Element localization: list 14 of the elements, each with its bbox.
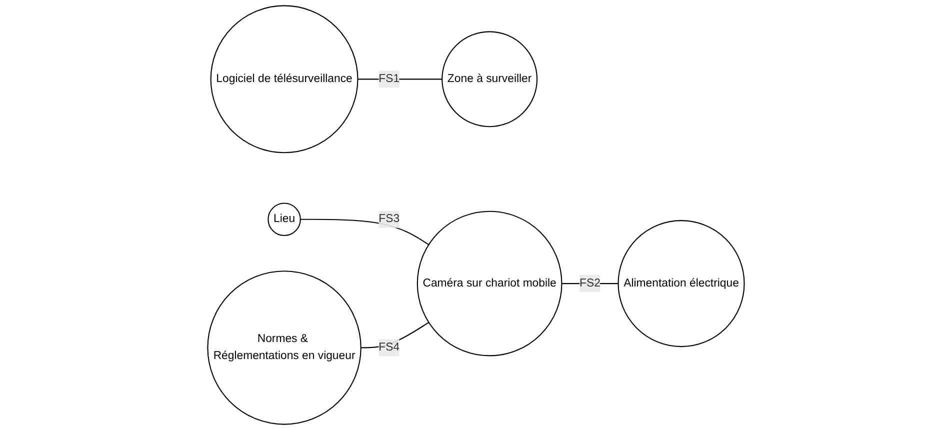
node-circle: Logiciel de télésurveillance: [210, 5, 358, 154]
node-circle: Zone à surveiller: [442, 31, 538, 128]
node-circle: Normes & Réglementations en vigueur: [207, 270, 362, 425]
connector: [300, 218, 430, 246]
edge-label: FS4: [378, 341, 400, 354]
node-circle: Lieu: [268, 202, 301, 236]
edge-label: FS1: [378, 72, 400, 85]
node-circle: Alimentation électrique: [618, 220, 745, 348]
edge-label: FS3: [378, 212, 400, 226]
connector: [358, 78, 442, 80]
node-circle: Caméra sur chariot mobile: [416, 210, 562, 356]
connector: [360, 322, 430, 348]
connector: [562, 283, 618, 284]
edge-label: FS2: [580, 277, 600, 290]
